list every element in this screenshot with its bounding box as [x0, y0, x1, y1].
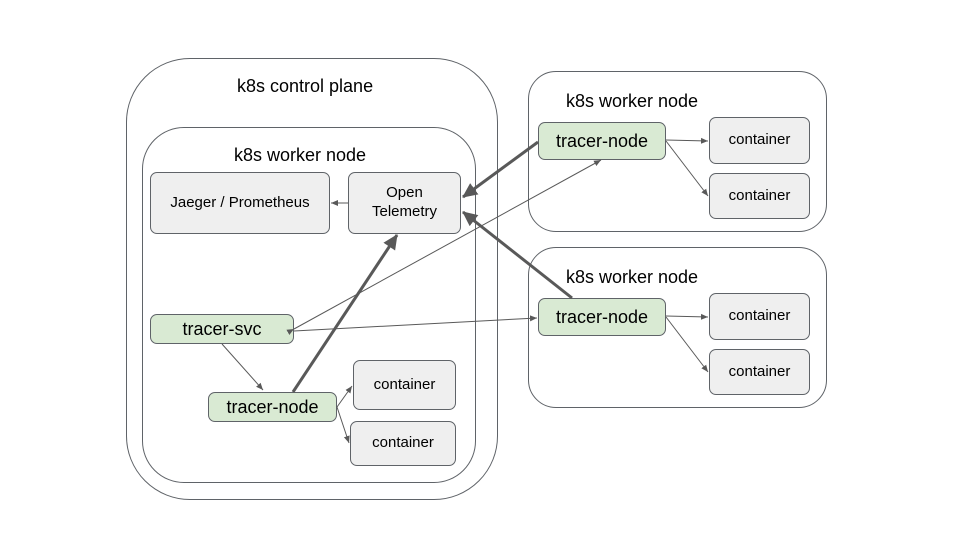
container-bottom-2-box: container: [709, 349, 810, 395]
edge-tracer-node-top-to-container-1: [665, 137, 709, 144]
container-inner-1-box: container: [353, 360, 456, 410]
edge-tracer-node-inner-to-otel: [291, 234, 399, 393]
control-plane-label: k8s control plane: [237, 76, 374, 96]
tracer-node-inner-box: tracer-node: [208, 392, 337, 422]
container-top-2-box: container: [709, 173, 810, 219]
tracer-node-top-box: tracer-node: [538, 122, 666, 160]
container-bottom-1-box: container: [709, 293, 810, 340]
container-inner-2-box: container: [350, 421, 456, 466]
worker-node-top-label: k8s worker node: [566, 91, 699, 111]
tracer-svc-box: tracer-svc: [150, 314, 294, 344]
worker-node-top-frame: [528, 71, 827, 232]
edge-tracer-node-bottom-to-otel: [462, 210, 573, 300]
edge-tracer-svc-to-tracer-node-top: [286, 159, 602, 336]
edge-tracer-node-bottom-to-container-1: [665, 313, 709, 320]
edge-tracer-node-top-to-container-2: [665, 140, 709, 197]
edge-tracer-node-inner-to-container-1: [336, 385, 353, 408]
edge-tracer-node-inner-to-container-2: [336, 406, 350, 444]
container-top-1-box: container: [709, 117, 810, 164]
edge-tracer-svc-to-tracer-node-bottom: [293, 315, 538, 332]
edge-tracer-node-top-to-otel: [462, 140, 539, 199]
edge-tracer-node-bottom-to-container-2: [665, 316, 709, 373]
edge-tracer-svc-to-tracer-node-inner: [221, 343, 264, 391]
